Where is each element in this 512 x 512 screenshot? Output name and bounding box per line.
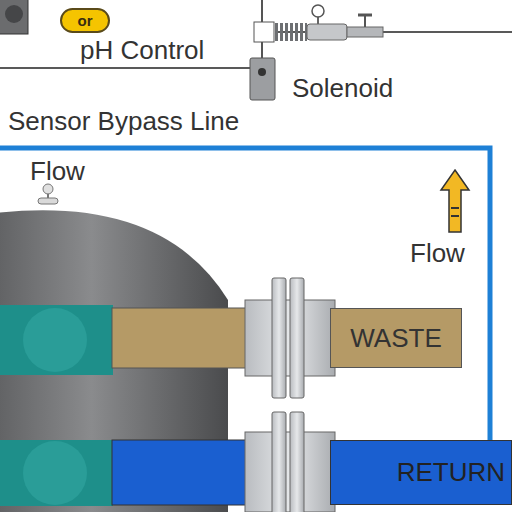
node-text: WASTE xyxy=(350,323,441,354)
node-text: RETURN xyxy=(397,457,505,488)
tee-fitting xyxy=(254,22,274,42)
valve-handle xyxy=(358,14,372,17)
coil-section xyxy=(275,23,307,41)
waste-pipe-label: WASTE xyxy=(330,308,462,368)
port-band xyxy=(0,440,113,506)
port-band xyxy=(0,305,113,375)
valve-body xyxy=(347,27,383,37)
arrow-stripe xyxy=(451,207,459,209)
tank-air-relief xyxy=(43,184,53,194)
union-flange xyxy=(290,278,304,398)
port-circle xyxy=(23,441,87,505)
tank-valve-base xyxy=(38,198,58,204)
controller-box xyxy=(0,0,28,34)
pressure-gauge xyxy=(312,5,324,17)
solenoid-label: Solenoid xyxy=(292,75,393,101)
union-flange xyxy=(272,412,286,512)
waste-pipe xyxy=(112,308,250,368)
port-circle xyxy=(23,308,87,372)
flow-label: Flow xyxy=(30,158,85,184)
control-label: pH Control xyxy=(80,37,204,63)
solenoid-valve xyxy=(250,58,275,100)
valve-stem xyxy=(364,16,366,27)
arrow-stripe xyxy=(451,215,459,217)
flow-arrow xyxy=(441,170,469,232)
solenoid-dot xyxy=(258,68,266,76)
bypass-line-label: Sensor Bypass Line xyxy=(8,108,239,134)
union-flange xyxy=(272,278,286,398)
controller-dial xyxy=(5,5,23,23)
meter-body xyxy=(307,24,347,40)
return-pipe xyxy=(112,440,250,505)
return-pipe-label: RETURN xyxy=(330,440,512,505)
union-flange xyxy=(290,412,304,512)
option-oval: or xyxy=(60,8,110,33)
control-wire xyxy=(0,67,250,69)
flow-label: Flow xyxy=(410,240,465,266)
node-text: or xyxy=(78,12,93,29)
